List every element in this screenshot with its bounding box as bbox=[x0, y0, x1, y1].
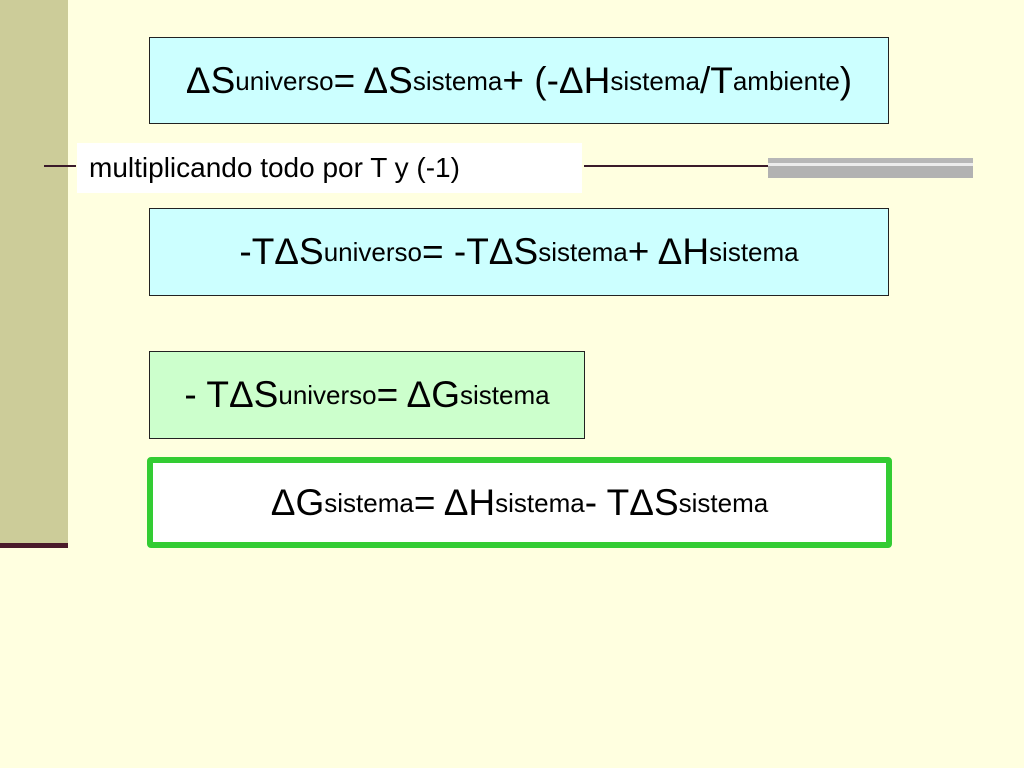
eq3-term: = ΔG bbox=[376, 374, 460, 415]
decorative-grey-band bbox=[768, 158, 973, 178]
sidebar-bottom-rule bbox=[0, 543, 68, 548]
eq2-term: = -TΔS bbox=[421, 231, 539, 272]
eq3-term: - TΔS bbox=[184, 374, 279, 415]
eq4-term: - TΔS bbox=[584, 481, 679, 523]
eq2-term: + ΔH bbox=[627, 231, 710, 272]
eq1-term: /T bbox=[699, 59, 733, 101]
eq1-term: + (-ΔH bbox=[502, 59, 611, 101]
step-note: multiplicando todo por T y (-1) bbox=[77, 143, 582, 193]
eq4-term: ΔG bbox=[270, 481, 325, 523]
eq1-term: ) bbox=[839, 59, 853, 101]
sidebar-accent-bar bbox=[0, 0, 68, 545]
eq2-term: -TΔS bbox=[239, 231, 324, 272]
eq4-term: = ΔH bbox=[413, 481, 496, 523]
divider-line-left bbox=[44, 165, 76, 167]
eq1-term: ΔS bbox=[185, 59, 236, 101]
eq1-term: = ΔS bbox=[333, 59, 413, 101]
